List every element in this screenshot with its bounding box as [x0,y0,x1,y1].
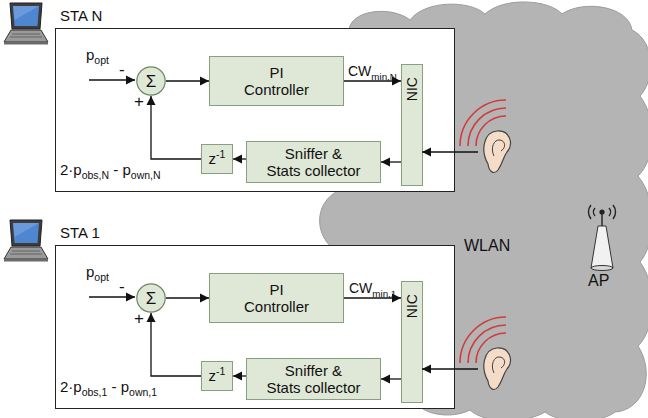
node-text: z-1 [209,367,226,384]
node-text: NIC [404,294,420,318]
setpoint-label: popt [86,46,109,63]
node-text: z-1 [209,150,226,167]
sign-label: - [119,60,125,80]
subscript: opt [94,54,109,66]
edge-label: 2·pobs,N - pown,N [60,161,161,178]
subscript: min,N [371,71,397,82]
node-text: WLAN [464,237,510,255]
text-line: Sniffer & [266,362,360,379]
text-line: PI [244,64,309,81]
laptop-icon [4,3,48,45]
node-text: Σ [146,290,157,307]
text-line: Controller [244,298,309,315]
subscript: obs,N [82,169,109,181]
setpoint-label: popt [86,263,109,280]
node-text: Σ [146,73,157,90]
subscript: own,N [131,169,161,181]
edge-label: CWmin,1 [349,280,396,296]
edge-label: 2·pobs,1 - pown,1 [60,378,157,395]
text-line: Sniffer & [266,145,360,162]
node-text: Sniffer & Stats collector [266,362,360,397]
sniffer-box: Sniffer & Stats collector [246,358,381,400]
summing-junction: Σ [136,283,166,313]
delay-box: z-1 [201,144,233,174]
node-text: NIC [404,77,420,101]
station-heading: STA 1 [60,224,100,241]
subscript: opt [94,271,109,283]
summing-junction: Σ [136,66,166,96]
nic-box: NIC [401,64,423,186]
laptop-icon [4,220,48,262]
sign-label: - [119,277,125,297]
subscript: own,1 [129,386,157,398]
subscript: min,1 [372,288,396,299]
node-text: PI Controller [244,64,309,99]
text-line: Stats collector [266,162,360,179]
node-text: PI Controller [244,281,309,316]
sign-label: + [134,309,144,329]
controller-box: PI Controller [209,56,344,106]
text-line: Controller [244,81,309,98]
subscript: obs,1 [82,386,108,398]
controller-box: PI Controller [209,273,344,323]
text-line: Stats collector [266,379,360,396]
station-heading: STA N [60,7,102,24]
nic-box: NIC [401,281,423,403]
ap-label: AP [588,272,609,290]
delay-box: z-1 [201,361,233,391]
superscript: -1 [216,148,225,160]
sign-label: + [134,92,144,112]
edge-label: CWmin,N [348,63,397,79]
sniffer-box: Sniffer & Stats collector [246,141,381,183]
node-text: Sniffer & Stats collector [266,145,360,180]
superscript: -1 [216,365,225,377]
text-line: PI [244,281,309,298]
